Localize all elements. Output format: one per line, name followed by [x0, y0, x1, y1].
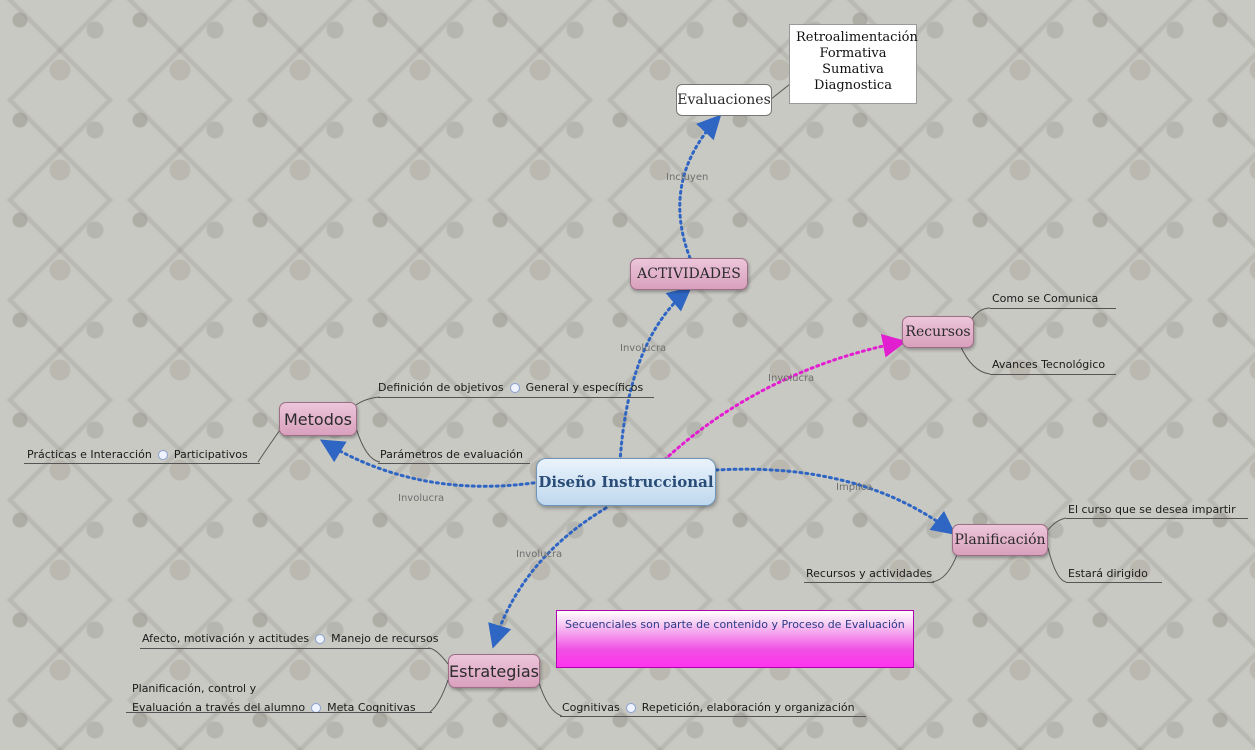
connector-planificacion	[714, 467, 956, 535]
planificacion-subtopic-dirigido[interactable]: Estará dirigido	[1068, 567, 1148, 580]
branch-estrategias-left	[429, 679, 449, 713]
node-diseno-instruccional[interactable]: Diseño Instruccional	[536, 458, 716, 506]
recursos-subtopic-underline	[990, 374, 1116, 375]
manejo-child-label: Afecto, motivación y actitudes	[142, 632, 310, 645]
callout-secuenciales[interactable]: Secuenciales son parte de contenido y Pr…	[556, 610, 914, 668]
branch-metodos-upper	[355, 396, 381, 406]
meta-child-line1: Planificación, control y	[132, 682, 257, 695]
meta-label: Meta Cognitivas	[327, 701, 416, 714]
estrategias-subtopic-underline	[126, 712, 432, 713]
node-actividades[interactable]: ACTIVIDADES	[630, 258, 748, 290]
recursos-subtopic-underline	[990, 308, 1116, 309]
metodos-subtopic-underline	[378, 397, 654, 398]
estrategias-subtopic-cognitivas[interactable]: Cognitivas Repetición, elaboración y orga…	[562, 701, 855, 715]
node-recursos[interactable]: Recursos	[902, 316, 974, 348]
branch-planificacion-lower	[1047, 547, 1067, 583]
connector-recursos	[658, 333, 907, 466]
planificacion-subtopic-underline	[1066, 582, 1162, 583]
meta-child-line2: Evaluación a través del alumno	[132, 701, 306, 714]
metodos-subtopic-underline	[378, 463, 530, 464]
evaluation-type: Retroalimentación	[796, 30, 918, 45]
metodos-subtopic-underline	[24, 463, 260, 464]
connector-label-involucra-recursos: Involucra	[768, 373, 815, 384]
branch-planificacion-left	[931, 551, 959, 583]
estrategias-subtopic-underline	[140, 648, 430, 649]
estrategias-subtopic-manejo[interactable]: Afecto, motivación y actitudes Manejo de …	[142, 632, 438, 646]
node-evaluaciones[interactable]: Evaluaciones	[676, 84, 772, 116]
branch-recursos-lower	[959, 344, 991, 375]
node-planificacion[interactable]: Planificación	[952, 524, 1048, 556]
connector-label-involucra-actividades: Involucra	[620, 343, 667, 354]
branch-evaluation-types	[769, 83, 791, 101]
branch-estrategias-right	[537, 679, 563, 717]
connector-evaluaciones	[678, 114, 722, 260]
evaluation-type: Sumativa	[822, 62, 884, 77]
connector-actividades	[618, 286, 692, 464]
connector-label-incluyen: Incluyen	[666, 172, 709, 183]
estrategias-subtopic-meta[interactable]: Evaluación a través del alumno Meta Cogni…	[132, 701, 416, 715]
connector-metodos	[319, 439, 542, 488]
collapse-icon[interactable]	[157, 450, 168, 460]
participativos-child-label: Prácticas e Interacción	[27, 448, 152, 461]
collapse-icon[interactable]	[315, 634, 326, 644]
branch-metodos-left	[257, 429, 281, 463]
recursos-subtopic-avances[interactable]: Avances Tecnológico	[992, 358, 1106, 371]
connector-label-involucra-estrategias: Involucra	[516, 549, 563, 560]
manejo-label: Manejo de recursos	[331, 632, 439, 645]
planificacion-subtopic-underline	[1066, 518, 1248, 519]
collapse-icon[interactable]	[509, 383, 520, 393]
connector-estrategias	[488, 506, 608, 649]
estrategias-subtopic-underline	[560, 716, 866, 717]
branch-metodos-lower	[355, 427, 381, 463]
metodos-subtopic-definicion[interactable]: Definición de objetivos General y específ…	[378, 381, 643, 395]
branch-planificacion-upper	[1047, 517, 1067, 531]
definicion-child-label: General y específicos	[525, 381, 644, 394]
planificacion-subtopic-recursos-actividades[interactable]: Recursos y actividades	[806, 567, 933, 580]
participativos-label: Participativos	[173, 448, 248, 461]
evaluation-types-box[interactable]: Retroalimentación Formativa Sumativa Dia…	[789, 24, 918, 104]
recursos-subtopic-comunica[interactable]: Como se Comunica	[992, 292, 1099, 305]
connector-label-implica: Implica	[836, 482, 873, 493]
node-estrategias[interactable]: Estrategias	[448, 654, 540, 688]
collapse-icon[interactable]	[625, 703, 636, 713]
cognitivas-child-label: Repetición, elaboración y organización	[641, 701, 855, 714]
definicion-label: Definición de objetivos	[378, 381, 504, 394]
evaluation-type: Formativa	[819, 46, 887, 61]
metodos-subtopic-parametros[interactable]: Parámetros de evaluación	[380, 448, 524, 461]
connector-label-involucra-metodos: Involucra	[398, 493, 445, 504]
cognitivas-label: Cognitivas	[562, 701, 620, 714]
node-metodos[interactable]: Metodos	[279, 402, 357, 436]
branch-estrategias-upper	[427, 647, 449, 665]
planificacion-subtopic-curso[interactable]: El curso que se desea impartir	[1068, 503, 1236, 516]
evaluation-type: Diagnostica	[814, 78, 892, 93]
planificacion-subtopic-underline	[804, 582, 934, 583]
metodos-subtopic-participativos[interactable]: Prácticas e Interacción Participativos	[27, 448, 248, 462]
